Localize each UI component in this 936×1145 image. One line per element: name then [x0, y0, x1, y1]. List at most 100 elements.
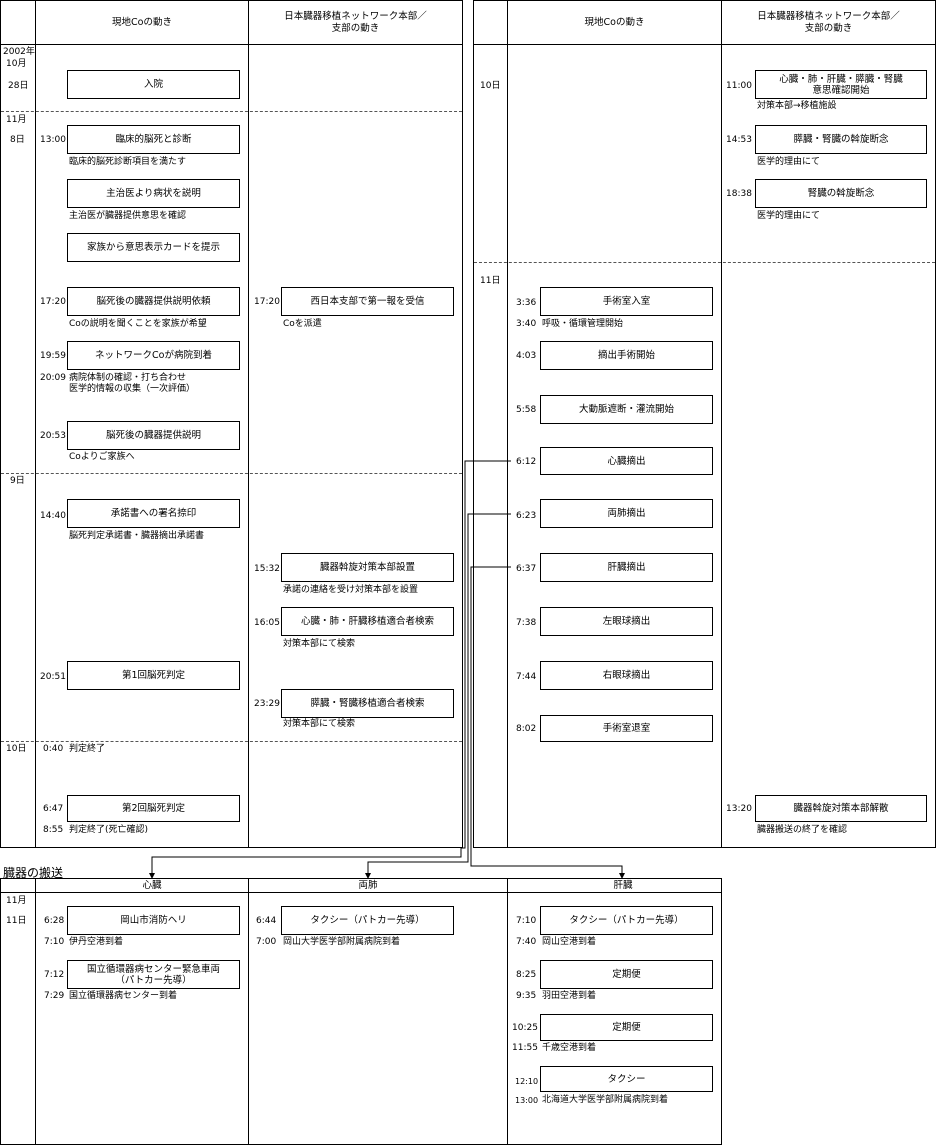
event-time: 7:38: [516, 618, 537, 628]
event-box: 手術室入室: [540, 287, 713, 316]
event-note: 脳死判定承諾書・臓器摘出承諾書: [69, 531, 205, 541]
header-local-co: 現地Coの動き: [584, 17, 645, 28]
divider: [507, 878, 508, 1145]
transport-header-heart: 心臓: [142, 880, 162, 891]
event-box: 西日本支部で第一報を受信: [281, 287, 454, 316]
month-label: 11月: [6, 896, 27, 906]
event-time: 6:47: [43, 804, 64, 814]
event-box: 第1回脳死判定: [67, 661, 240, 690]
event-note: 主治医が臓器提供意思を確認: [69, 211, 187, 221]
day-label: 10日: [480, 81, 501, 91]
event-box: 臓器斡旋対策本部設置: [281, 553, 454, 582]
event-time: 23:29: [254, 699, 280, 709]
event-time: 8:25: [516, 970, 537, 980]
event-note: 病院体制の確認・打ち合わせ 医学的情報の収集（一次評価）: [69, 373, 196, 394]
event-box: 心臓摘出: [540, 447, 713, 475]
event-note: 国立循環器病センター到着: [69, 991, 178, 1001]
event-box: 第2回脳死判定: [67, 795, 240, 822]
event-note: 対策本部にて検索: [283, 639, 356, 649]
divider: [721, 0, 722, 848]
event-box: 定期便: [540, 1014, 713, 1041]
event-box: 脳死後の臓器提供説明依頼: [67, 287, 240, 316]
month-label: 10月: [6, 59, 27, 69]
event-note-time: 7:40: [516, 937, 537, 947]
event-box: 承諾書への署名捺印: [67, 499, 240, 528]
event-box: 肝臓摘出: [540, 553, 713, 582]
day-label: 10日: [6, 744, 27, 754]
day-separator: [1, 473, 462, 474]
event-time: 0:40: [43, 744, 64, 754]
event-note: Coよりご家族へ: [69, 452, 135, 462]
event-time: 13:20: [726, 804, 752, 814]
event-note: 医学的理由にて: [757, 211, 821, 221]
event-time: 18:38: [726, 189, 752, 199]
event-box: 脳死後の臓器提供説明: [67, 421, 240, 450]
event-note: 羽田空港到着: [542, 991, 597, 1001]
event-note: 臓器搬送の終了を確認: [757, 825, 848, 835]
event-time: 14:53: [726, 135, 752, 145]
event-note: 北海道大学医学部附属病院到着: [542, 1095, 669, 1105]
event-time: 5:58: [516, 405, 537, 415]
event-note-time: 9:35: [516, 991, 537, 1001]
divider: [248, 878, 249, 1145]
event-box: 定期便: [540, 960, 713, 989]
event-note-time: 7:29: [44, 991, 65, 1001]
event-time: 6:23: [516, 511, 537, 521]
event-box: 心臓・肺・肝臓・膵臓・腎臓 意思確認開始: [755, 70, 927, 99]
header-rule: [0, 44, 463, 45]
event-time: 12:10: [515, 1077, 539, 1086]
event-note: Coの説明を聞くことを家族が希望: [69, 319, 207, 329]
event-time: 4:03: [516, 351, 537, 361]
day-label: 28日: [8, 81, 29, 91]
event-box: 膵臓・腎臓の斡旋断念: [755, 125, 927, 154]
event-time: 7:44: [516, 672, 537, 682]
event-note-time: 7:00: [256, 937, 277, 947]
left-panel: [0, 0, 463, 848]
event-box: 入院: [67, 70, 240, 99]
transport-title: 臓器の搬送: [3, 866, 64, 880]
event-time: 6:37: [516, 564, 537, 574]
event-note: 医学的理由にて: [757, 157, 821, 167]
event-time: 14:40: [40, 511, 66, 521]
event-time: 6:28: [44, 916, 65, 926]
event-time: 7:12: [44, 970, 65, 980]
event-box: 心臓・肺・肝臓移植適合者検索: [281, 607, 454, 636]
event-time: 6:44: [256, 916, 277, 926]
event-note: 千歳空港到着: [542, 1043, 597, 1053]
arrow-head: [619, 873, 625, 879]
day-label: 11日: [480, 276, 501, 286]
event-box: 岡山市消防ヘリ: [67, 906, 240, 935]
event-note: 岡山空港到着: [542, 937, 597, 947]
event-box: 手術室退室: [540, 715, 713, 742]
event-note: 対策本部→移植施設: [757, 101, 837, 111]
event-time: 17:20: [254, 297, 280, 307]
header-rule: [0, 892, 722, 893]
event-box: 右眼球摘出: [540, 661, 713, 690]
event-note: Coを派遣: [283, 319, 322, 329]
event-text: 判定終了: [69, 744, 106, 754]
event-note: 承諾の連絡を受け対策本部を設置: [283, 585, 419, 595]
year-label: 2002年: [3, 47, 35, 57]
event-time: 13:00: [40, 135, 66, 145]
event-note: 岡山大学医学部附属病院到着: [283, 937, 401, 947]
divider: [507, 0, 508, 848]
event-note-time: 13:00: [515, 1096, 539, 1105]
event-note: 伊丹空港到着: [69, 937, 124, 947]
header-network: 日本臓器移植ネットワーク本部／ 支部の動き: [757, 11, 900, 34]
event-box: 主治医より病状を説明: [67, 179, 240, 208]
event-note-time: 20:09: [40, 373, 66, 383]
event-time: 20:53: [40, 431, 66, 441]
event-note: 臨床的脳死診断項目を満たす: [69, 157, 187, 167]
liver-connector: [470, 566, 623, 874]
event-time: 17:20: [40, 297, 66, 307]
event-box: 臨床的脳死と診断: [67, 125, 240, 154]
transport-header-liver: 肝臓: [613, 880, 633, 891]
event-time: 10:25: [512, 1023, 538, 1033]
event-box: 左眼球摘出: [540, 607, 713, 636]
header-rule: [473, 44, 936, 45]
event-time: 8:02: [516, 724, 537, 734]
event-box: タクシー（パトカー先導）: [281, 906, 454, 935]
divider: [35, 878, 36, 1145]
day-label: 9日: [10, 476, 25, 486]
